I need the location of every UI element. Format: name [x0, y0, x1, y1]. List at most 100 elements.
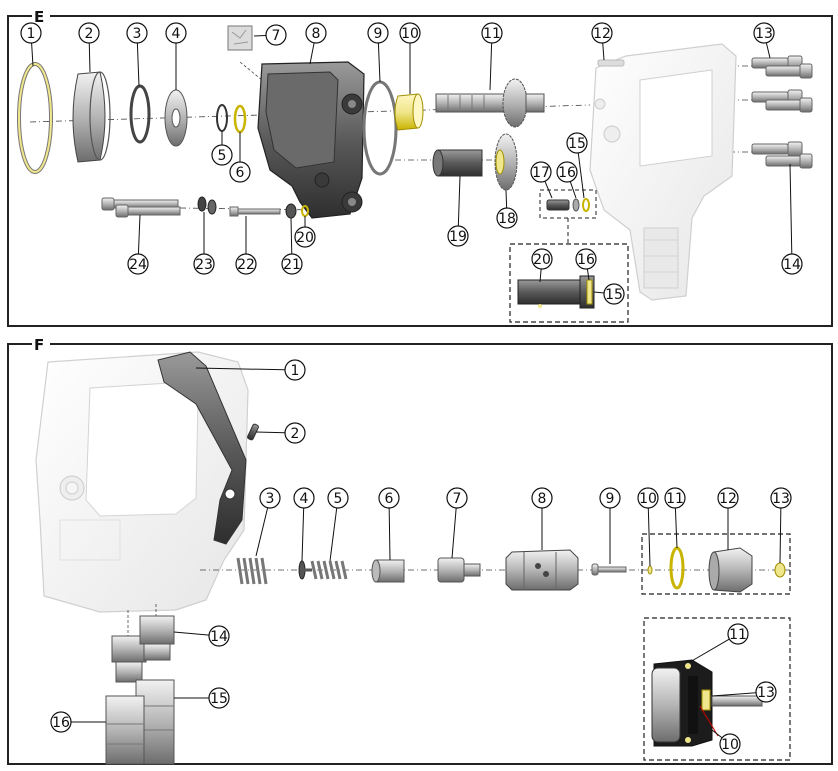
callout-circle: [781, 253, 803, 275]
part-end-cap: [708, 547, 753, 593]
callout-16: 16: [50, 711, 106, 733]
panel-e-label: E: [34, 8, 44, 26]
callout-number: 14: [783, 257, 801, 273]
callout-leader: [255, 507, 269, 557]
callout-number: 3: [266, 491, 275, 507]
callout-19: 19: [447, 175, 469, 247]
callout-21: 21: [281, 217, 303, 275]
callout-leader: [329, 507, 338, 562]
part-housing-bolts: [751, 55, 813, 169]
part-rotor-shaft: [435, 78, 545, 128]
callout-10: 10: [399, 22, 421, 94]
callout-circle: [193, 253, 215, 275]
callout-number: 4: [300, 491, 309, 507]
callout-number: 15: [210, 691, 228, 707]
callout-leader: [31, 42, 34, 67]
part-seal-ring: [233, 104, 247, 134]
callout-circle: [399, 22, 421, 44]
panel-e: E: [7, 8, 833, 327]
callout-leader: [544, 181, 553, 199]
callout-circle: [717, 487, 739, 509]
callout-leader: [689, 638, 730, 663]
callout-number: 16: [52, 715, 70, 731]
callout-leader: [539, 268, 542, 283]
callout-leader: [577, 152, 585, 199]
callout-number: 13: [755, 26, 773, 42]
part-spring-large: [236, 557, 268, 585]
part-snap-ring: [129, 84, 151, 144]
callout-number: 15: [568, 136, 586, 152]
callout-leader: [489, 42, 493, 91]
callout-3: 3: [255, 487, 281, 557]
callout-circle: [208, 625, 230, 647]
callout-number: 24: [129, 257, 147, 273]
callout-leader: [137, 214, 141, 255]
callout-number: 8: [312, 26, 321, 42]
part-small-o-ring: [216, 104, 228, 132]
panel-e-label-bg: [32, 9, 50, 25]
callout-leader: [377, 42, 381, 83]
callout-number: 13: [757, 685, 775, 701]
part-spindle-pin: [229, 206, 281, 217]
callout-2: 2: [78, 22, 100, 73]
callout-24: 24: [127, 214, 149, 275]
part-idler-gear: [494, 133, 518, 191]
part-fitting-small: [111, 615, 175, 683]
callout-11: 11: [689, 623, 749, 663]
callout-circle: [755, 681, 777, 703]
callout-leader: [301, 507, 305, 562]
callout-5: 5: [211, 131, 233, 166]
callout-circle: [719, 733, 741, 755]
part-dark-cylinder: [432, 149, 483, 177]
callout-15: 15: [174, 687, 230, 709]
callout-number: 1: [27, 26, 36, 42]
callout-circle: [770, 487, 792, 509]
callout-number: 7: [272, 28, 281, 44]
part-spring-small: [303, 560, 348, 580]
callout-circle: [496, 207, 518, 229]
callout-circle: [50, 711, 72, 733]
callout-14: 14: [173, 625, 230, 647]
callout-circle: [575, 248, 597, 270]
callout-circle: [294, 226, 316, 248]
panel-f-frame: [7, 343, 833, 765]
callout-5: 5: [327, 487, 349, 562]
callout-number: 4: [172, 26, 181, 42]
callout-leader: [674, 507, 678, 549]
detail-inset-e-part: [517, 275, 595, 309]
callout-circle: [208, 687, 230, 709]
callout-circle: [265, 24, 287, 46]
callout-number: 10: [639, 491, 657, 507]
part-sleeve: [72, 71, 106, 163]
part-fitting-hex: [105, 695, 145, 765]
callout-leader: [711, 729, 723, 739]
detail-inset-f: [643, 617, 791, 761]
callout-number: 12: [593, 26, 611, 42]
callout-number: 11: [729, 627, 747, 643]
callout-leader: [593, 291, 605, 294]
part-small-o-ring-f: [647, 565, 653, 575]
callout-circle: [637, 487, 659, 509]
callout-15: 15: [566, 132, 588, 199]
callout-circle: [78, 22, 100, 44]
callout-number: 16: [558, 165, 576, 181]
callout-number: 12: [719, 491, 737, 507]
callout-circle: [481, 22, 503, 44]
callout-7: 7: [446, 487, 468, 559]
callout-13: 13: [770, 487, 792, 564]
callout-leader: [711, 692, 757, 697]
part-trigger-pin: [247, 423, 259, 441]
callout-leader: [255, 431, 286, 434]
callout-circle: [305, 22, 327, 44]
callout-number: 9: [374, 26, 383, 42]
callout-leader: [569, 181, 577, 199]
callout-number: 5: [334, 491, 343, 507]
callout-leader: [195, 367, 286, 371]
callout-1: 1: [20, 22, 42, 67]
callout-circle: [229, 161, 251, 183]
callout-7: 7: [253, 24, 287, 46]
part-o-ring-medium: [362, 80, 398, 176]
callout-circle: [284, 422, 306, 444]
